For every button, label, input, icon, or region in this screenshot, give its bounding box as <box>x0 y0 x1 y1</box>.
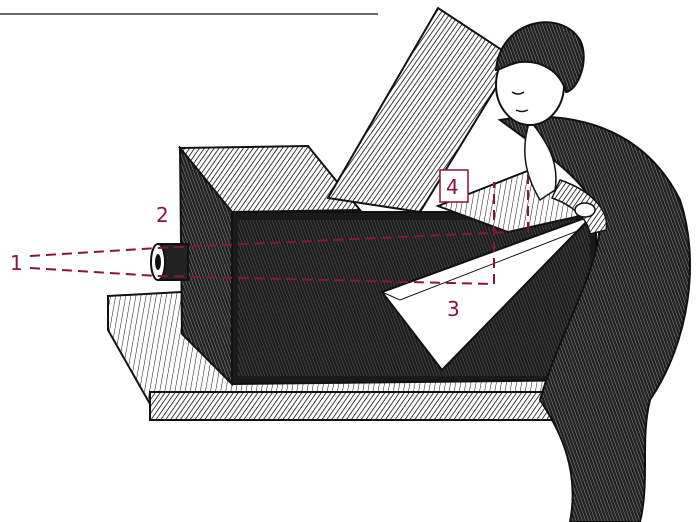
callout-4-label: 4 <box>446 175 459 199</box>
lens-tube <box>151 244 188 280</box>
callout-1-label: 1 <box>10 251 23 275</box>
hinged-lid <box>328 8 514 212</box>
callout-3-label: 3 <box>447 297 460 321</box>
callout-2-label: 2 <box>156 203 169 227</box>
